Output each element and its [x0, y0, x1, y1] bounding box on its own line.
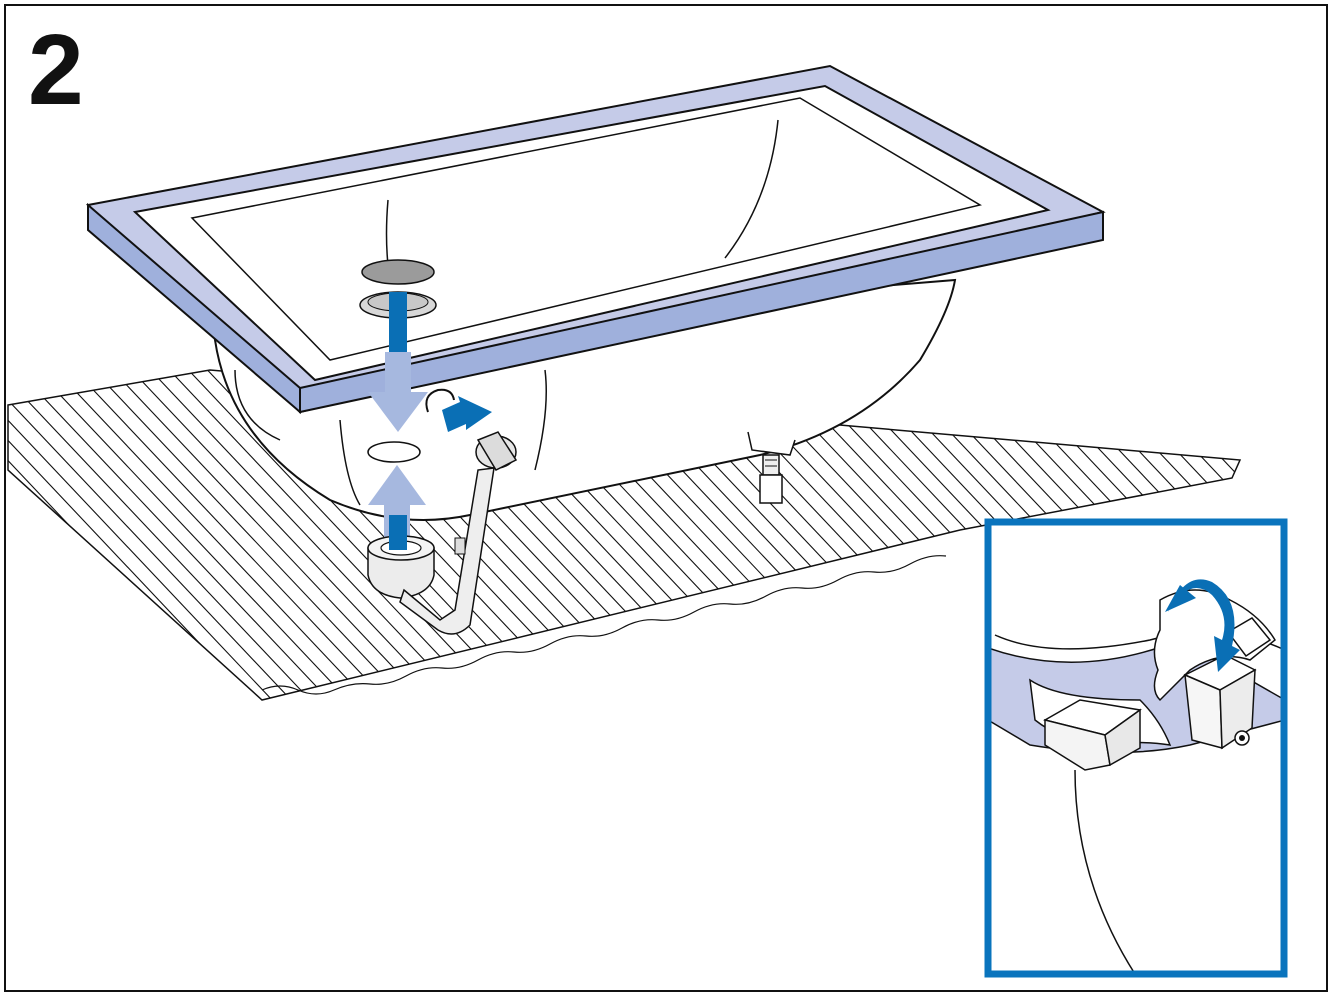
step-number: 2	[28, 14, 84, 126]
arrow-in-icon	[442, 396, 492, 432]
floor-groove	[45, 370, 387, 700]
floor-edge-wave	[261, 555, 947, 695]
arrow-down-icon	[368, 352, 428, 432]
floor-groove	[121, 370, 463, 700]
floor-groove	[1281, 360, 1337, 720]
floor-groove	[8, 370, 349, 700]
inset-detail	[984, 518, 1288, 978]
drain-plug	[359, 259, 437, 319]
floor-groove	[140, 370, 482, 700]
floor-groove	[8, 370, 292, 700]
tub-leg	[747, 431, 796, 504]
drain-hole	[367, 441, 421, 463]
inset-border	[984, 518, 1288, 978]
overflow-hole	[425, 388, 455, 413]
floor-groove	[102, 370, 444, 700]
tape-block	[1043, 699, 1142, 771]
floor-groove	[26, 370, 368, 700]
clip-bracket	[1183, 617, 1272, 750]
tub-curve	[1074, 769, 1136, 974]
floor-groove	[8, 370, 330, 700]
hand	[1153, 589, 1276, 702]
rotate-arrow-icon	[1165, 579, 1240, 672]
floor-groove	[0, 360, 6, 720]
floor-groove	[1319, 360, 1337, 720]
floor-groove	[8, 370, 311, 700]
floor-groove	[1300, 360, 1337, 720]
drain-assembly	[367, 431, 518, 635]
floor-groove	[64, 370, 406, 700]
floor-groove	[83, 370, 425, 700]
axis-line-top	[389, 292, 407, 352]
